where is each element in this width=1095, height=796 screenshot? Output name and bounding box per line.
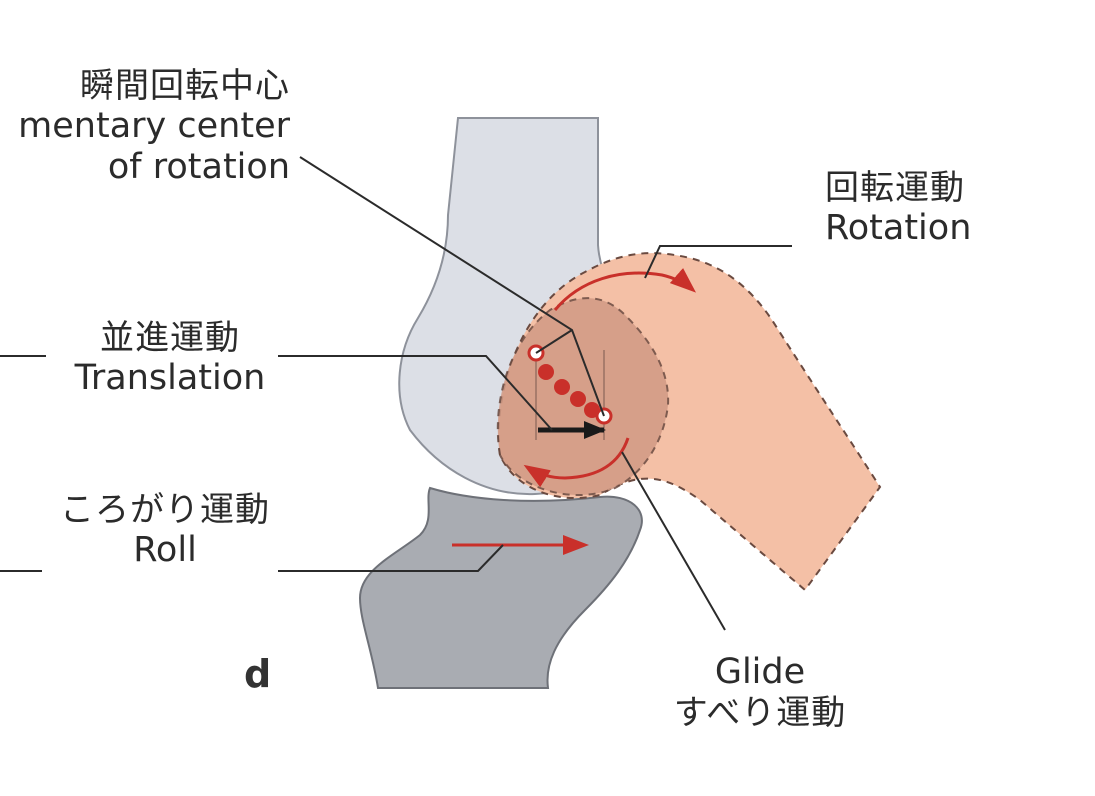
label-glide-en: Glide xyxy=(714,652,806,692)
label-rotation-jp: 回転運動 xyxy=(825,168,965,208)
label-translation-jp: 並進運動 xyxy=(100,318,240,358)
rotation-arrow-top xyxy=(553,267,697,311)
leader-translation xyxy=(278,355,553,431)
label-roll: ころがり運動 Roll xyxy=(30,490,300,571)
leader-glide xyxy=(621,451,726,631)
leader-roll xyxy=(278,544,504,572)
label-glide-jp: すべり運動 xyxy=(673,693,847,734)
label-rotation: 回転運動 Rotation xyxy=(825,168,971,249)
center-dot-3 xyxy=(570,391,586,407)
rotation-arrow-bottom xyxy=(523,437,630,488)
leader-center-of-rotation-2 xyxy=(535,329,573,354)
label-glide: Glide すべり運動 xyxy=(640,652,880,733)
label-center-of-rotation-en-1: mentary center xyxy=(18,106,290,147)
leader-rotation xyxy=(644,245,792,279)
lower-bone xyxy=(358,486,643,689)
label-center-of-rotation-en-2: of rotation xyxy=(107,147,290,188)
panel-letter: d xyxy=(244,652,272,696)
label-roll-jp: ころがり運動 xyxy=(60,490,270,530)
label-center-of-rotation: 瞬間回転中心 mentary center of rotation xyxy=(18,66,290,189)
center-dot-1 xyxy=(538,364,554,380)
center-dot-2 xyxy=(554,379,570,395)
label-translation-en: Translation xyxy=(74,358,266,399)
label-roll-en: Roll xyxy=(133,530,197,571)
label-rotation-en: Rotation xyxy=(825,208,972,249)
label-center-of-rotation-jp: 瞬間回転中心 xyxy=(80,66,290,106)
label-translation: 並進運動 Translation xyxy=(50,318,290,399)
